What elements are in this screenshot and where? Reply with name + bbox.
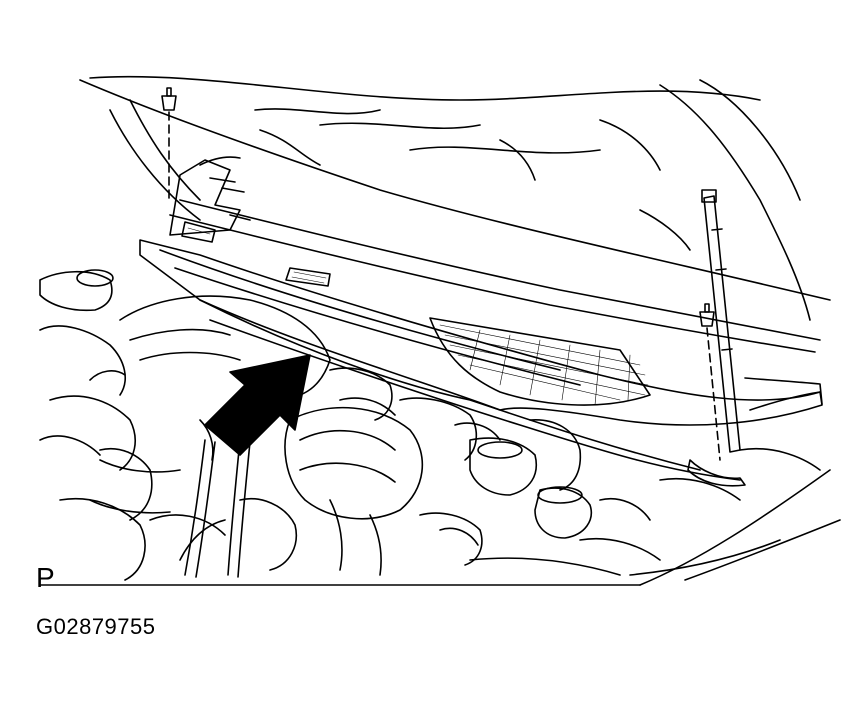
- engine-components: [39, 269, 821, 581]
- direction-arrow: [204, 354, 311, 456]
- clip-right: [699, 303, 721, 461]
- windshield-edge: [169, 199, 821, 353]
- figure-id-label: G02879755: [36, 614, 156, 639]
- view-letter-label: P: [36, 562, 55, 593]
- clip-left: [161, 87, 177, 201]
- hood-outline: [79, 75, 831, 321]
- hoses: [89, 439, 251, 578]
- hinge-bracket: [169, 159, 251, 236]
- seal-strip: [429, 317, 651, 406]
- frame-edge: [39, 469, 841, 586]
- hatched-tabs: [181, 221, 331, 287]
